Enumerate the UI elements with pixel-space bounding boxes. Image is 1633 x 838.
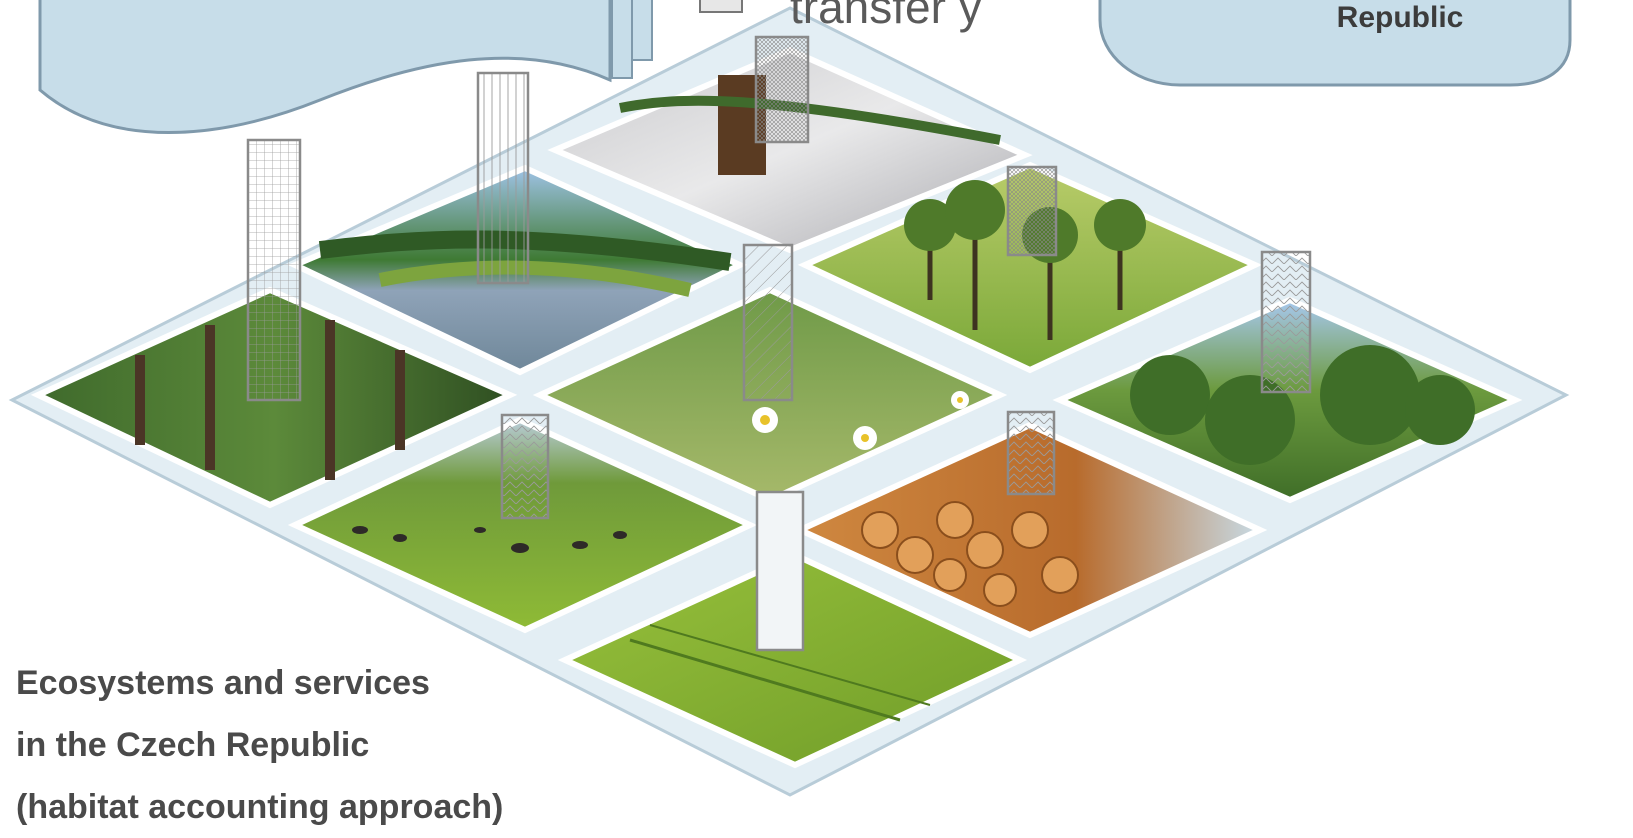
tile-woodland xyxy=(1052,296,1523,504)
tile-water-reflection xyxy=(547,46,1033,254)
left-callout xyxy=(38,0,653,134)
bar-dark xyxy=(754,35,810,144)
indicator-bars xyxy=(246,35,1312,652)
center-callout-text: transfer y xyxy=(790,0,982,33)
caption-line-1: Ecosystems and services xyxy=(16,664,430,702)
bar-chevron xyxy=(1260,250,1312,394)
bar-vlines xyxy=(476,71,530,285)
bar-chevron-small-2 xyxy=(1006,410,1056,496)
transfer-icon xyxy=(699,0,743,13)
tile-timber xyxy=(792,421,1268,639)
right-callout-text: Republic xyxy=(1336,1,1464,34)
bar-hatch xyxy=(742,243,794,402)
caption-line-2: in the Czech Republic xyxy=(16,726,370,764)
caption-line-3: (habitat accounting approach) xyxy=(16,788,504,826)
right-callout xyxy=(1098,0,1572,87)
tile-orchard xyxy=(797,161,1263,374)
tile-arable xyxy=(557,551,1028,769)
tile-pasture xyxy=(287,416,758,634)
bar-chevron-small xyxy=(500,413,550,520)
bar-plain xyxy=(755,490,805,652)
bar-shade xyxy=(1006,165,1058,257)
bar-grid xyxy=(246,138,302,402)
diagram-caption: Ecosystems and services in the Czech Rep… xyxy=(16,652,503,838)
